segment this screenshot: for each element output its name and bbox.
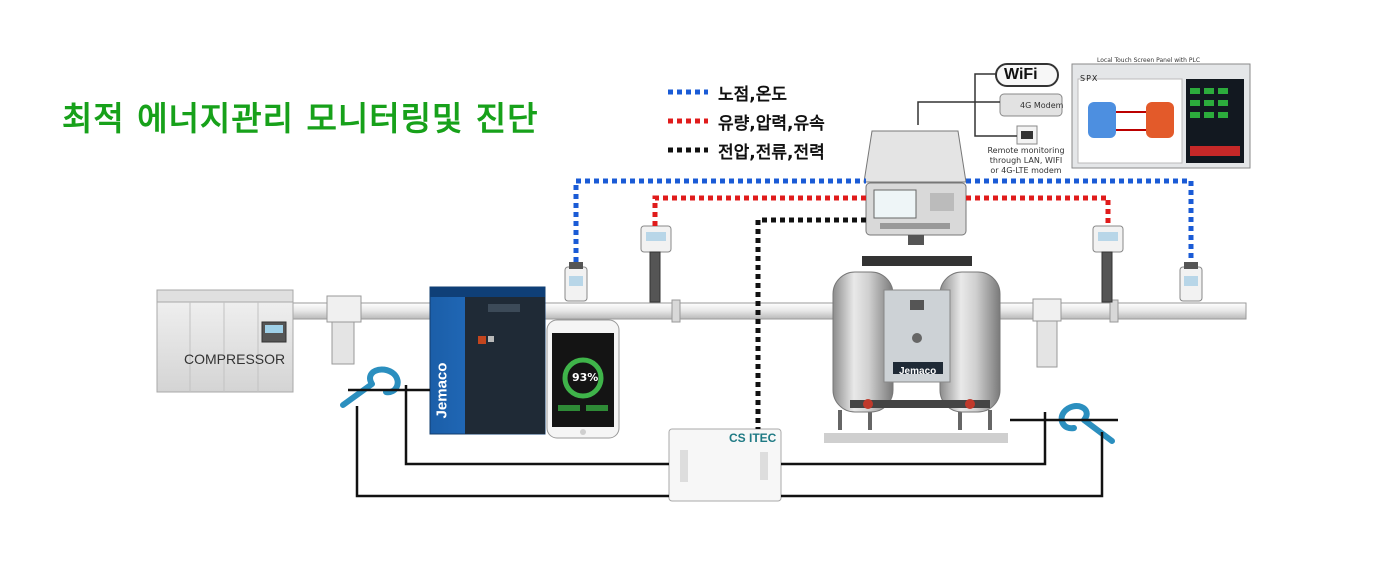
legend-label: 노점,온도 <box>718 85 788 105</box>
legend-swatch-blue <box>668 89 708 95</box>
legend-label: 전압,전류,전력 <box>718 143 825 163</box>
smartphone-icon <box>546 319 620 439</box>
filter-icon <box>326 295 362 365</box>
modem-label: 4G Modem <box>1020 101 1064 110</box>
signal-line-power <box>755 217 866 429</box>
remote-monitoring-note: Remote monitoring through LAN, WIFI or 4… <box>987 146 1065 175</box>
signal-line-dewpoint <box>573 178 1194 262</box>
signal-line-flow <box>652 195 1111 226</box>
legend-label: 유량,압력,유속 <box>718 114 825 134</box>
compressor-label: COMPRESSOR <box>184 351 286 367</box>
wifi-label: WiFi <box>1004 66 1038 83</box>
touch-panel-caption: Local Touch Screen Panel with PLC <box>1097 57 1201 64</box>
current-clamp-icon <box>1058 403 1115 444</box>
sensor-icon <box>1092 225 1124 303</box>
legend-swatch-black <box>668 147 708 153</box>
data-logger-icon <box>863 130 967 245</box>
sensor-icon <box>640 225 672 303</box>
power-cables <box>348 385 1118 498</box>
page-title: 최적 에너지관리 모니터링및 진단 <box>62 99 539 138</box>
sensor-icon <box>564 262 588 302</box>
dryer-brand-label: Jemaco <box>433 362 451 419</box>
touch-panel-brand: SPX <box>1080 74 1099 83</box>
filter-icon <box>1032 298 1062 368</box>
legend-swatch-red <box>668 118 708 124</box>
current-clamp-icon <box>340 366 401 408</box>
network-connector <box>917 73 1017 137</box>
desiccant-dryer-icon <box>824 256 1008 443</box>
lan-port-icon <box>1016 125 1038 145</box>
power-sensor-icon <box>668 428 782 502</box>
sensor-icon <box>1179 262 1203 302</box>
compressor <box>156 289 294 393</box>
phone-gauge-value: 93% <box>572 371 599 384</box>
desiccant-dryer-brand-label: Jemaco <box>899 366 937 377</box>
wifi-icon <box>995 63 1059 87</box>
power-sensor-brand: CS ITEC <box>729 431 777 445</box>
touch-panel-icon <box>1071 63 1251 169</box>
modem-icon <box>999 93 1063 117</box>
refrigerated-dryer-icon <box>429 286 546 435</box>
